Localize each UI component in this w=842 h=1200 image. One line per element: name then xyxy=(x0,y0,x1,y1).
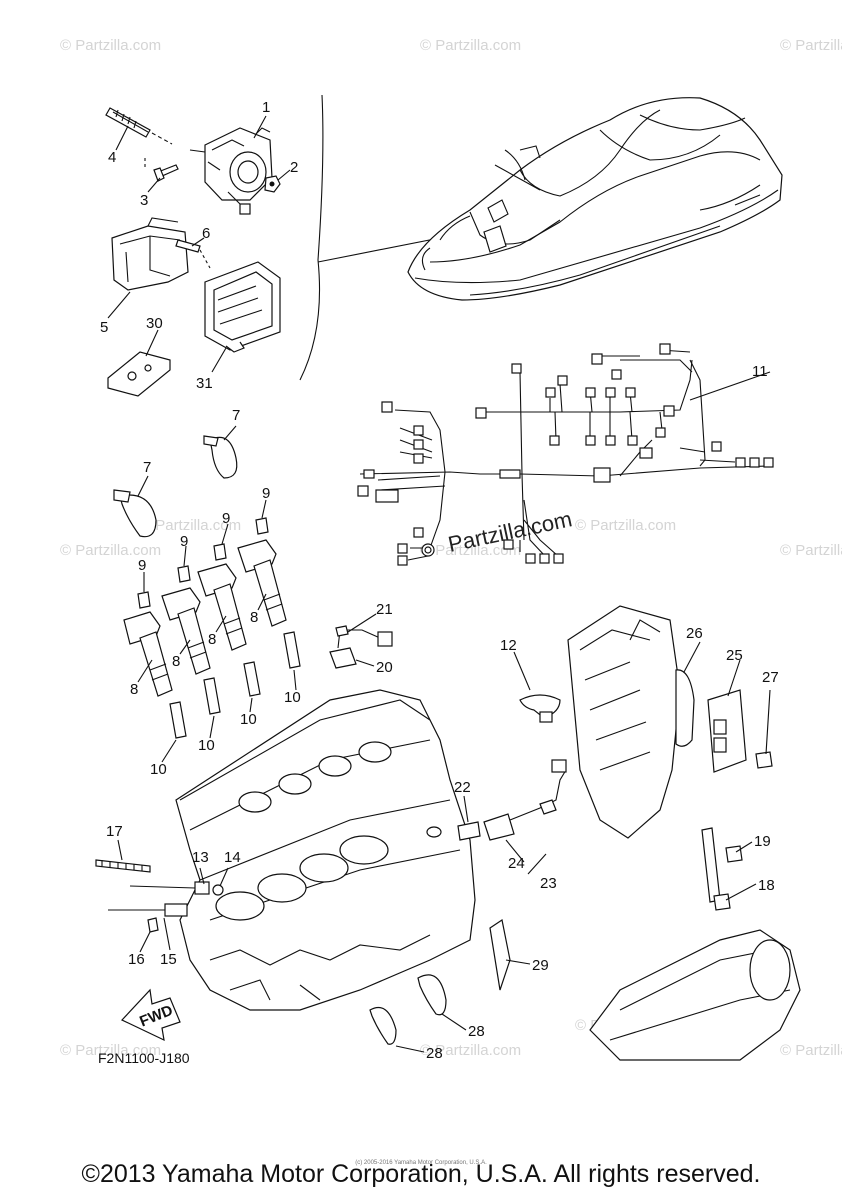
watermark: © Partzilla.com xyxy=(420,37,521,54)
callout-1: 1 xyxy=(262,99,270,116)
throttle-body-part xyxy=(189,127,273,215)
callout-11: 11 xyxy=(752,363,768,380)
ignition-coil-part xyxy=(161,587,211,675)
callout-13: 13 xyxy=(192,849,209,866)
callout-7: 7 xyxy=(232,407,240,424)
watermark: © Partzilla.com xyxy=(60,542,161,559)
copyright-notice: ©2013 Yamaha Motor Corporation, U.S.A. A… xyxy=(81,1160,761,1188)
callout-7: 7 xyxy=(143,459,151,476)
callout-9: 9 xyxy=(262,485,270,502)
callout-19: 19 xyxy=(754,833,771,850)
watermark: © Partzilla.com xyxy=(780,37,842,54)
watermark: © Partzilla.com xyxy=(575,517,676,534)
callout-10: 10 xyxy=(198,737,215,754)
callout-30: 30 xyxy=(146,315,163,332)
exhaust-group xyxy=(589,827,801,1061)
callout-4: 4 xyxy=(108,149,116,166)
figure-code: F2N1100-J180 xyxy=(98,1050,190,1066)
callout-12: 12 xyxy=(500,637,517,654)
ignition-coil-part xyxy=(123,611,173,697)
callout-15: 15 xyxy=(160,951,177,968)
callout-10: 10 xyxy=(284,689,301,706)
callout-17: 17 xyxy=(106,823,123,840)
watermark-layer: © Partzilla.com © Partzilla.com © Partzi… xyxy=(60,37,842,1059)
throttle-ecu-group xyxy=(105,94,471,397)
callout-27: 27 xyxy=(762,669,779,686)
callout-28: 28 xyxy=(426,1045,443,1062)
callout-31: 31 xyxy=(196,375,213,392)
engine-block-illustration xyxy=(175,689,476,1011)
spark-plug-part xyxy=(169,631,301,739)
leader-lines xyxy=(107,115,771,1053)
callout-8: 8 xyxy=(208,631,216,648)
callout-24: 24 xyxy=(508,855,525,872)
callout-8: 8 xyxy=(250,609,258,626)
callout-18: 18 xyxy=(758,877,775,894)
connector-group xyxy=(357,343,774,566)
sensor-group xyxy=(329,625,567,841)
bolt-part xyxy=(175,239,211,269)
callout-9: 9 xyxy=(222,510,230,527)
callout-10: 10 xyxy=(150,761,167,778)
callout-29: 29 xyxy=(532,957,549,974)
wire-harness-part xyxy=(357,343,774,566)
callout-10: 10 xyxy=(240,711,257,728)
watermark: © Partzilla.com xyxy=(420,1042,521,1059)
forward-arrow-icon: FWD xyxy=(121,988,181,1042)
clamp-part xyxy=(519,694,561,723)
bolt-part xyxy=(137,517,269,609)
ignition-coil-part xyxy=(237,539,287,627)
watermark: © Partzilla.com xyxy=(140,517,241,534)
watermark: © Partzilla.com xyxy=(780,542,842,559)
callout-8: 8 xyxy=(130,681,138,698)
callout-16: 16 xyxy=(128,951,145,968)
callout-26: 26 xyxy=(686,625,703,642)
ecu-part xyxy=(204,261,281,353)
watermark: © Partzilla.com xyxy=(420,542,521,559)
bolt-part xyxy=(144,158,179,182)
callout-23: 23 xyxy=(540,875,557,892)
watermark: © Partzilla.com xyxy=(780,1042,842,1059)
callout-labels: 1 2 3 4 5 6 7 7 8 8 8 8 9 9 9 9 10 10 10… xyxy=(100,99,779,1062)
callout-2: 2 xyxy=(290,159,298,176)
watercraft-illustration xyxy=(407,97,783,301)
ignition-coils-group xyxy=(123,517,301,739)
callout-20: 20 xyxy=(376,659,393,676)
callout-21: 21 xyxy=(376,601,393,618)
tiny-copyright: (c) 2005-2016 Yamaha Motor Corporation, … xyxy=(355,1160,487,1166)
callout-8: 8 xyxy=(172,653,180,670)
callout-3: 3 xyxy=(140,192,148,209)
bracket-part xyxy=(111,217,189,291)
nut-part xyxy=(264,175,281,193)
key-part xyxy=(107,351,171,397)
cable-tie-part xyxy=(113,435,238,538)
tie-group xyxy=(369,919,511,1045)
callout-14: 14 xyxy=(224,849,241,866)
callout-6: 6 xyxy=(202,225,210,242)
callout-9: 9 xyxy=(138,557,146,574)
ignition-coil-part xyxy=(197,563,247,651)
callout-25: 25 xyxy=(726,647,743,664)
screw-part xyxy=(105,107,173,145)
sensor-hose-group xyxy=(95,859,224,933)
callout-22: 22 xyxy=(454,779,471,796)
watermark: © Partzilla.com xyxy=(60,1042,161,1059)
callout-5: 5 xyxy=(100,319,108,336)
callout-9: 9 xyxy=(180,533,188,550)
callout-28: 28 xyxy=(468,1023,485,1040)
watermark: © Partzilla.com xyxy=(60,37,161,54)
rectifier-plate-group xyxy=(567,605,773,839)
